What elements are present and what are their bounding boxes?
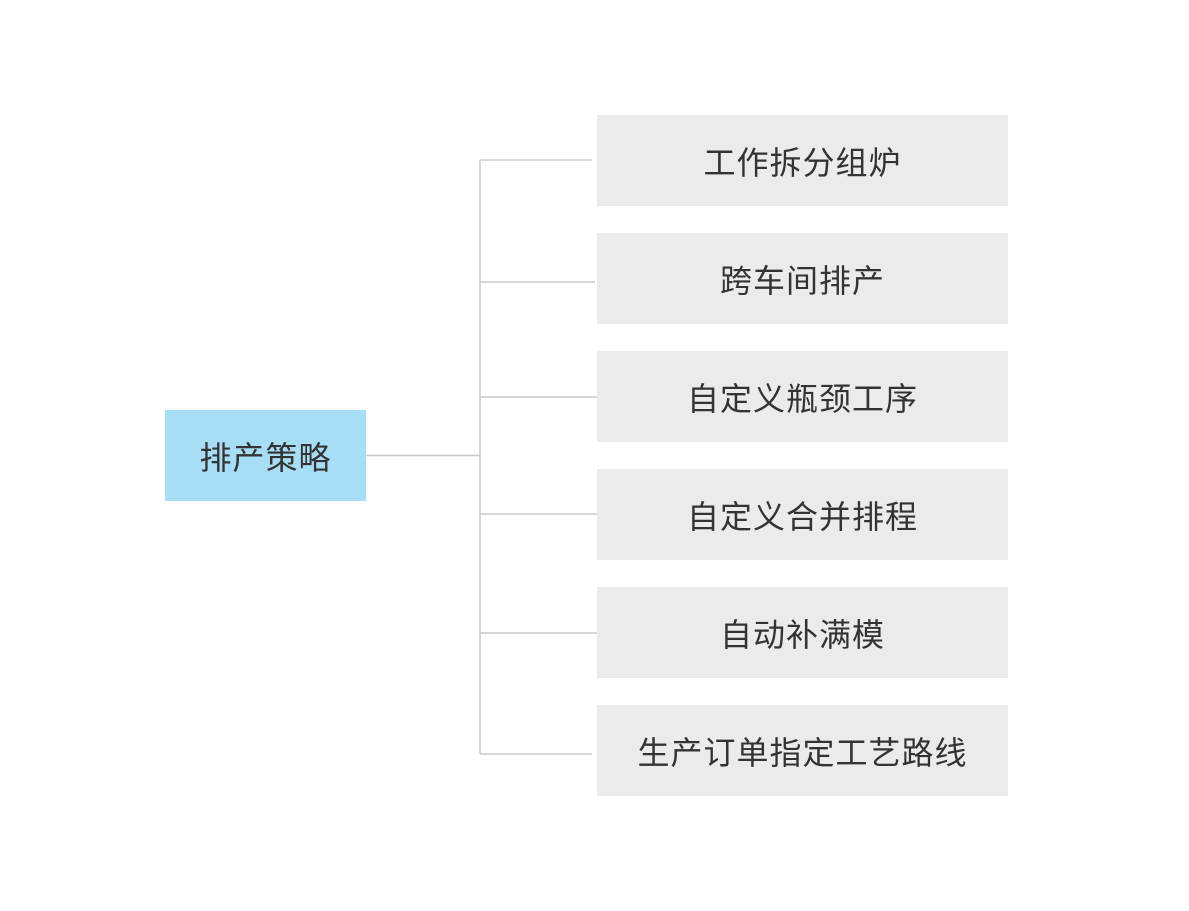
child-node-label: 自定义瓶颈工序 (686, 379, 918, 418)
child-node: 生产订单指定工艺路线 (597, 705, 1008, 796)
root-node-label: 排产策略 (199, 438, 332, 477)
child-node: 自定义瓶颈工序 (597, 351, 1008, 442)
child-node: 自动补满模 (597, 587, 1008, 678)
root-node: 排产策略 (165, 410, 366, 501)
child-node-label: 生产订单指定工艺路线 (637, 733, 968, 772)
child-node-label: 自定义合并排程 (686, 497, 918, 536)
child-node-label: 跨车间排产 (719, 261, 885, 300)
child-node: 自定义合并排程 (597, 469, 1008, 560)
child-node: 工作拆分组炉 (597, 115, 1008, 206)
child-node: 跨车间排产 (597, 233, 1008, 324)
child-node-label: 自动补满模 (719, 615, 885, 654)
child-node-label: 工作拆分组炉 (703, 143, 902, 182)
